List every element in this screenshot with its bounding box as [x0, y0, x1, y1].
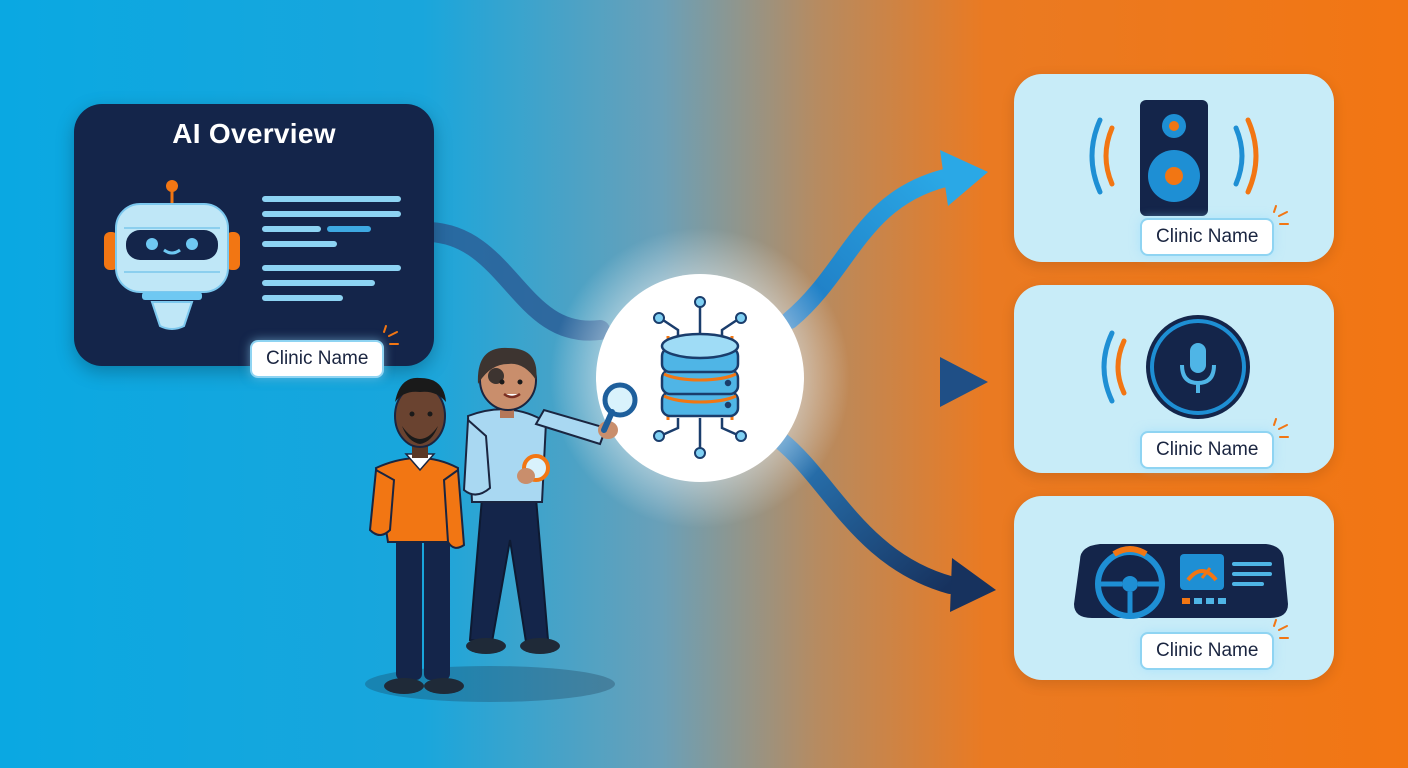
voice-assistant-panel: Clinic Name [1014, 285, 1334, 473]
arrow-head-speaker [940, 150, 988, 206]
people-illustration [365, 347, 638, 702]
voice-assistant-icon [1101, 315, 1250, 419]
sparkle-icon [1273, 619, 1289, 639]
voice-clinic-label: Clinic Name [1140, 431, 1275, 469]
ai-overview-card: AI Overview Clinic Name [74, 104, 434, 378]
sparkle-icon [1273, 205, 1289, 225]
database-icon [660, 332, 740, 418]
sparkle-icon [1273, 418, 1289, 438]
ai-overview-clinic-label: Clinic Name [250, 340, 385, 378]
text-lines-graphic [262, 196, 401, 301]
sparkle-icon [383, 325, 399, 345]
circuit-nodes [653, 296, 747, 459]
arrow-head-voice [940, 357, 988, 407]
car-panel: Clinic Name [1014, 496, 1334, 680]
car-dashboard-icon [1074, 544, 1288, 619]
woman-figure [462, 347, 638, 654]
speaker-clinic-label: Clinic Name [1140, 218, 1275, 256]
man-figure [368, 377, 466, 694]
arrow-head-car [950, 558, 996, 612]
speaker-panel: Clinic Name [1014, 74, 1334, 262]
robot-icon [104, 180, 240, 330]
speaker-icon [1089, 100, 1259, 216]
car-clinic-label: Clinic Name [1140, 632, 1275, 670]
ai-overview-title: AI Overview [172, 118, 336, 149]
